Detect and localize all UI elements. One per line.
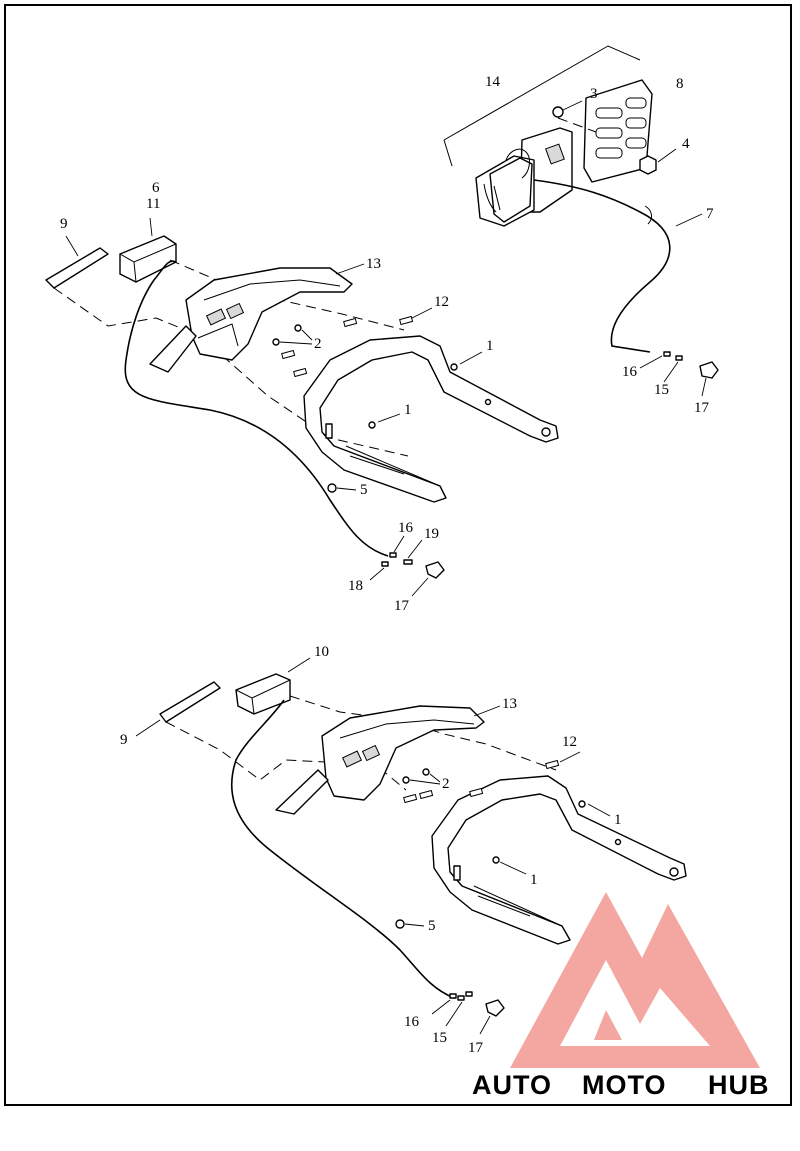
callout-1b: 1 <box>404 402 412 418</box>
callout-8: 8 <box>676 76 684 92</box>
page-border <box>4 4 792 1106</box>
fender-light-mount <box>149 263 365 373</box>
logo-word-auto: AUTO <box>472 1070 552 1100</box>
triangle-emblem-icon <box>510 892 760 1068</box>
callout-12-bottom: 12 <box>562 734 577 750</box>
callout-1a-bottom: 1 <box>614 812 622 828</box>
callout-12: 12 <box>434 294 449 310</box>
callout-3: 3 <box>590 86 598 102</box>
callout-14: 14 <box>485 74 501 90</box>
callout-11: 11 <box>146 196 160 212</box>
automotohub-watermark: AUTO MOTO HUB <box>472 892 770 1100</box>
callout-15-bottom: 15 <box>432 1030 447 1046</box>
callout-7: 7 <box>706 206 714 222</box>
callout-19: 19 <box>424 526 439 542</box>
tail-lamp-housing <box>45 217 389 557</box>
logo-word-hub: HUB <box>708 1070 770 1100</box>
callout-5-bottom: 5 <box>428 918 436 934</box>
callout-18: 18 <box>348 578 363 594</box>
callout-5: 5 <box>360 482 368 498</box>
callout-13-bottom: 13 <box>502 696 517 712</box>
callout-4: 4 <box>682 136 690 152</box>
license-plate-bracket-assembly <box>443 45 719 397</box>
top-assembly: 14 3 8 4 7 6 11 9 13 12 1 2 1 5 16 15 17… <box>45 45 719 614</box>
callout-9-bottom: 9 <box>120 732 128 748</box>
callout-1b-bottom: 1 <box>530 872 538 888</box>
callout-2: 2 <box>314 336 322 352</box>
callout-9: 9 <box>60 216 68 232</box>
callout-2-bottom: 2 <box>442 776 450 792</box>
callout-13: 13 <box>366 256 381 272</box>
callout-10: 10 <box>314 644 329 660</box>
top-fasteners <box>272 307 445 597</box>
callout-16b: 16 <box>398 520 414 536</box>
callout-16a: 16 <box>622 364 638 380</box>
callout-17b: 17 <box>394 598 410 614</box>
bottom-assembly: 10 9 13 12 2 1 1 5 16 15 17 <box>120 644 687 1056</box>
callout-17-bottom: 17 <box>468 1040 484 1056</box>
callout-17a: 17 <box>694 400 710 416</box>
frame-support-bracket <box>303 335 559 503</box>
callout-16-bottom: 16 <box>404 1014 420 1030</box>
callout-15: 15 <box>654 382 669 398</box>
logo-word-moto: MOTO <box>582 1070 667 1100</box>
callout-6: 6 <box>152 180 160 196</box>
callout-1a: 1 <box>486 338 494 354</box>
